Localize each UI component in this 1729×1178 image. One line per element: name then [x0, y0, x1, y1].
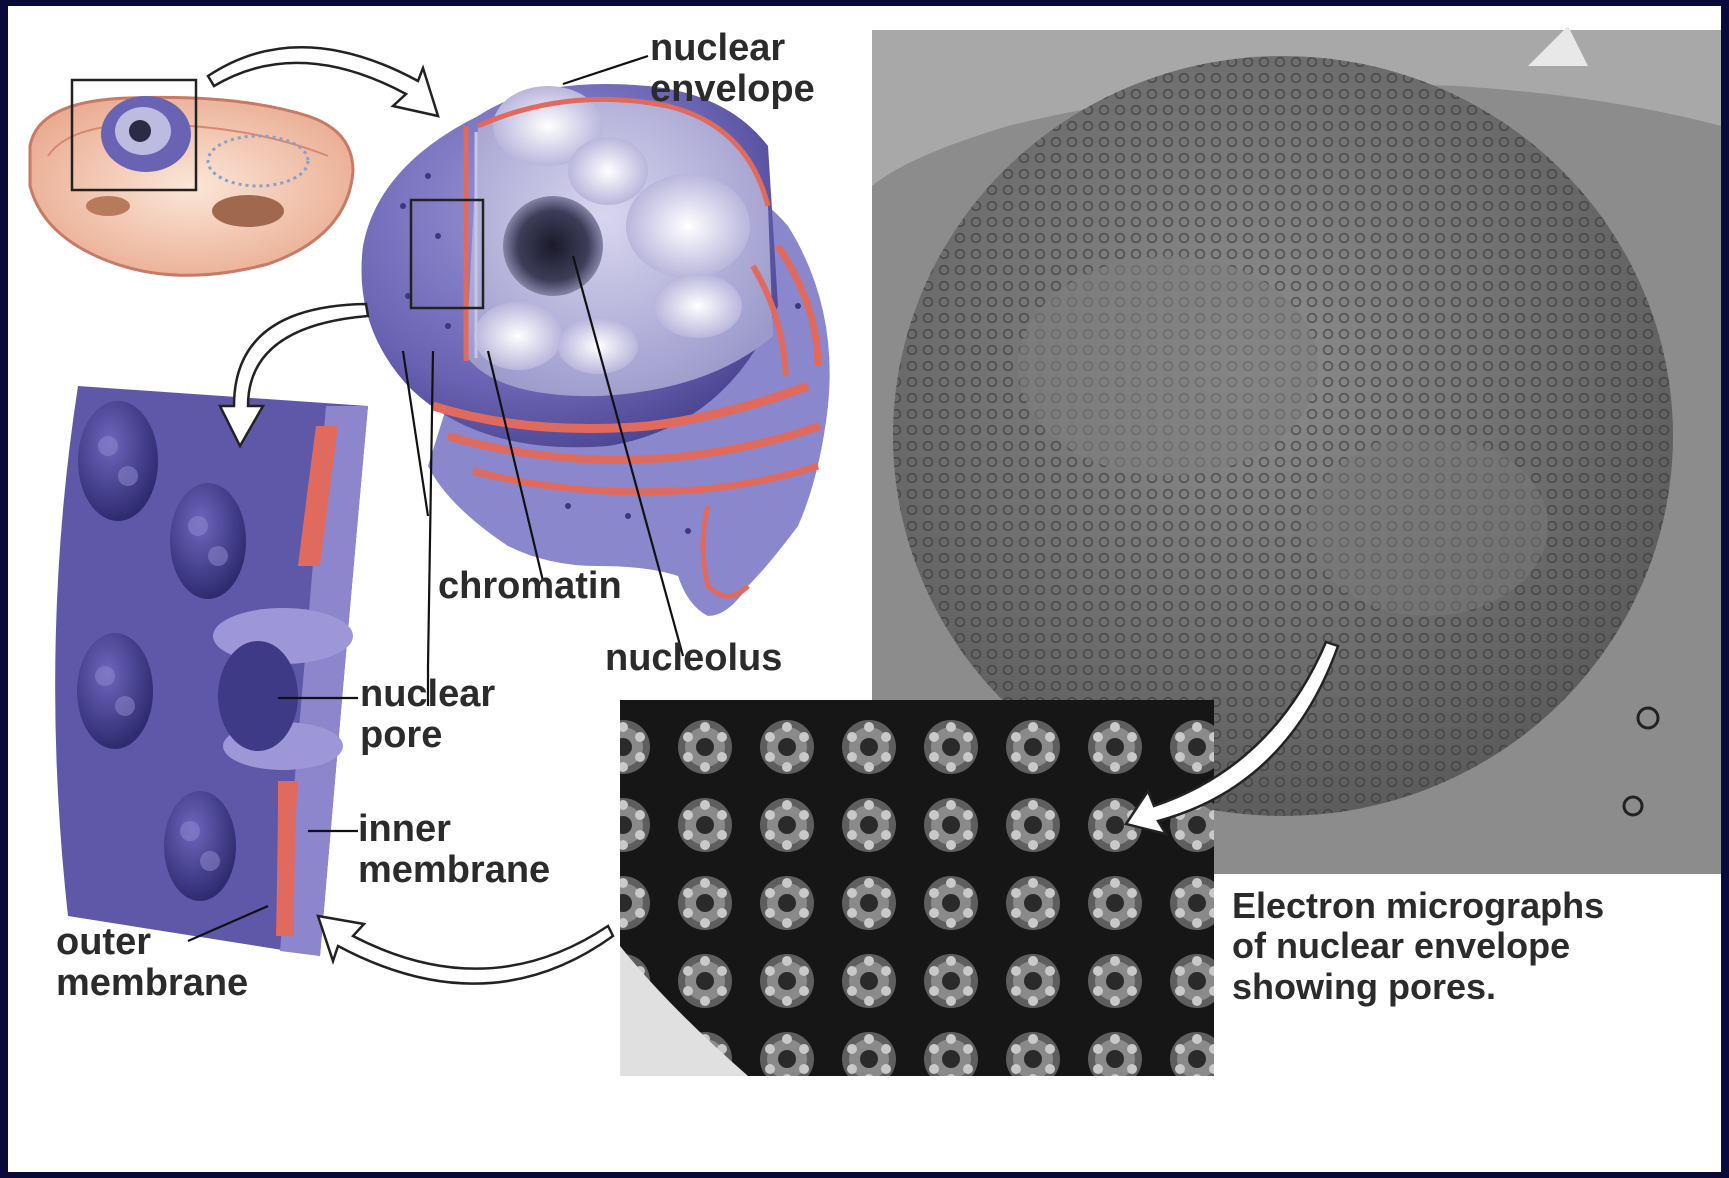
pore-complex: [78, 401, 158, 521]
label-outer-membrane: outer membrane: [56, 922, 248, 1004]
label-nuclear-pore: nuclear pore: [360, 674, 495, 756]
label-chromatin: chromatin: [438, 566, 622, 607]
pore-complex: [164, 791, 236, 901]
pore-complex: [170, 483, 246, 599]
micrograph-pores-closeup: [620, 700, 1214, 1076]
pore-complex: [77, 633, 153, 749]
envelope-cross-section: [55, 386, 368, 956]
label-inner-membrane: inner membrane: [358, 809, 550, 891]
nucleus-cutaway: [361, 84, 829, 616]
label-nuclear-envelope: nuclear envelope: [650, 28, 815, 110]
label-nucleolus: nucleolus: [605, 638, 782, 679]
cell-illustration: [30, 96, 353, 275]
figure-caption: Electron micrographs of nuclear envelope…: [1232, 886, 1604, 1007]
figure-frame: nuclear envelope chromatin nucleolus nuc…: [8, 6, 1721, 1172]
